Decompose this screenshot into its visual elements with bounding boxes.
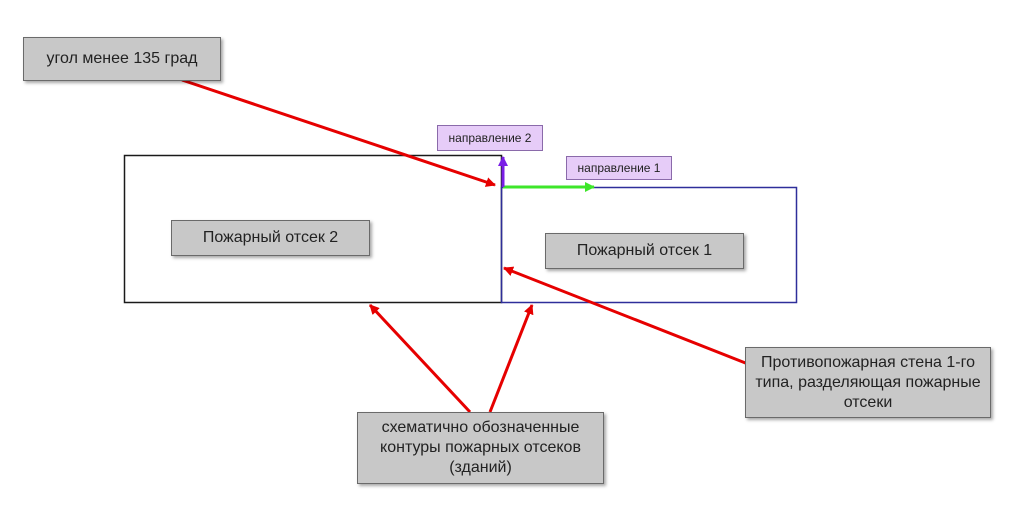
firewall-text-line-1: Противопожарная стена 1-го xyxy=(761,353,975,371)
firewall-pointer-arrow xyxy=(503,266,749,366)
compartment-2-label: Пожарный отсек 2 xyxy=(171,220,370,256)
firewall-label: Противопожарная стена 1-го типа, разделя… xyxy=(745,347,991,418)
contours-text-line-1: схематично обозначенные xyxy=(381,419,580,436)
firewall-text-line-2: типа, разделяющая пожарные xyxy=(755,373,981,391)
contour-pointer-arrow-left xyxy=(368,303,472,414)
direction-1-text: направление 1 xyxy=(577,161,661,175)
compartment-1-label: Пожарный отсек 1 xyxy=(545,233,744,269)
angle-pointer-arrow xyxy=(181,78,496,187)
contours-text-line-2: контуры пожарных отсеков xyxy=(380,439,581,456)
contours-text-line-3: (зданий) xyxy=(449,459,512,476)
direction-2-text: направление 2 xyxy=(448,131,532,145)
direction-1-label: направление 1 xyxy=(566,156,672,180)
contour-pointer-arrow-right xyxy=(488,304,534,413)
angle-note-text: угол менее 135 град xyxy=(46,50,198,67)
compartment-1-text: Пожарный отсек 1 xyxy=(576,242,713,259)
angle-note-label: угол менее 135 град xyxy=(23,37,221,81)
compartment-2-text: Пожарный отсек 2 xyxy=(202,229,339,246)
compartment-1-outline xyxy=(500,186,798,304)
direction-2-label: направление 2 xyxy=(437,125,543,151)
contours-label: схематично обозначенные контуры пожарных… xyxy=(357,412,604,484)
firewall-text-line-3: отсеки xyxy=(843,393,893,411)
